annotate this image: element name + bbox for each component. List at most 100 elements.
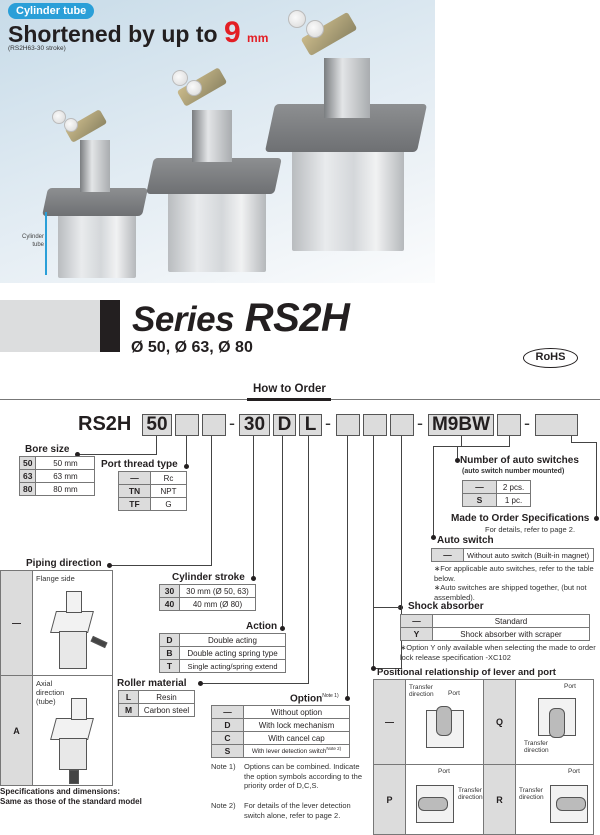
auto-switch-count-title: Number of auto switches [460, 455, 579, 466]
connector-line [596, 442, 597, 519]
connector-line [110, 565, 212, 566]
position-p-diagram: Port Transfer direction [405, 764, 484, 835]
table-row: A Axial direction (tube) [0, 675, 113, 786]
made-to-order-title: Made to Order Specifications [451, 513, 590, 524]
code-box-stroke: 30 [239, 414, 270, 436]
table-row: — Transfer direction Port Q Port Transfe… [373, 679, 594, 765]
connector-dot [75, 452, 80, 457]
connector-line [457, 446, 458, 460]
table-row: —2 pcs. [462, 480, 531, 494]
table-row: —Standard [400, 614, 590, 628]
option-title: OptionNote 1) [290, 693, 339, 705]
flange-side-diagram: Flange side [32, 570, 113, 676]
connector-line [282, 436, 283, 629]
note-1-text: Options can be combined. Indicate the op… [244, 762, 362, 790]
piping-direction-table: — Flange side A Axial direction (tube) [0, 570, 113, 786]
code-dash: - [229, 413, 235, 433]
specifications-note: Specifications and dimensions: Same as t… [0, 787, 142, 806]
table-row: — Flange side [0, 570, 113, 676]
code-box-action: D [273, 414, 296, 436]
connector-line [373, 607, 400, 608]
connector-line [401, 436, 402, 668]
connector-line [200, 683, 309, 684]
headline-prefix: Shortened by up to [8, 21, 218, 47]
banner-subnote: (RS2H63-30 stroke) [8, 45, 66, 52]
code-box-option [336, 414, 360, 436]
connector-line [433, 446, 462, 447]
connector-dot [251, 576, 256, 581]
connector-line [347, 436, 348, 698]
shock-absorber-title: Shock absorber [408, 601, 484, 612]
bore-diameters: Ø 50, Ø 63, Ø 80 [131, 339, 253, 356]
connector-line [78, 454, 157, 455]
banner-headline: Shortened by up to 9 mm [8, 16, 268, 50]
connector-dot [431, 535, 436, 540]
product-photo-banner: Cylinder tube Shortened by up to 9 mm (R… [0, 0, 435, 283]
section-title: How to Order [253, 383, 326, 395]
connector-dot [398, 605, 403, 610]
positional-title: Positional relationship of lever and por… [377, 667, 556, 678]
axial-direction-diagram: Axial direction (tube) [32, 675, 113, 786]
code-box-bore: 50 [142, 414, 172, 436]
note-1-label: Note 1) [211, 762, 236, 771]
connector-line [186, 436, 187, 466]
bore-size-title: Bore size [25, 444, 70, 455]
note-2-text: For details of the lever detection switc… [244, 801, 351, 820]
cylinder-stroke-title: Cylinder stroke [172, 572, 245, 583]
code-box-made-to-order [535, 414, 578, 436]
auto-switch-title: Auto switch [437, 535, 494, 546]
connector-line [433, 446, 434, 538]
header-black-bar [100, 300, 120, 352]
code-dash: - [325, 413, 331, 433]
port-thread-title: Port thread type [101, 459, 178, 470]
cylinder-tube-badge: Cylinder tube [8, 3, 95, 19]
connector-line [509, 436, 510, 446]
code-dash: - [417, 413, 423, 433]
code-box-switch-count [497, 414, 521, 436]
series-title: Series RS2H [132, 296, 350, 341]
positional-table: — Transfer direction Port Q Port Transfe… [373, 679, 594, 835]
model-prefix: RS2H [78, 413, 132, 435]
connector-dot [184, 464, 189, 469]
header-gray-block [0, 300, 100, 352]
made-to-order-subtitle: For details, refer to page 2. [485, 525, 576, 534]
connector-line [571, 442, 596, 443]
code-box-position [390, 414, 414, 436]
piping-direction-title: Piping direction [26, 558, 102, 569]
position-default-diagram: Transfer direction Port [405, 679, 484, 765]
roller-material-title: Roller material [117, 678, 187, 689]
code-box-piping [202, 414, 226, 436]
position-q-diagram: Port Transfer direction [515, 679, 594, 765]
connector-dot [345, 696, 350, 701]
code-box-port-thread [175, 414, 199, 436]
table-row: —Rc [118, 471, 187, 485]
connector-dot [455, 458, 460, 463]
connector-line [461, 436, 462, 446]
connector-line [253, 436, 254, 579]
connector-line [156, 436, 157, 454]
connector-dot [107, 563, 112, 568]
section-title-underline [247, 398, 331, 401]
auto-switch-table: —Without auto switch (Built-in magnet) [431, 548, 594, 562]
headline-unit: mm [247, 31, 269, 45]
connector-dot [594, 516, 599, 521]
